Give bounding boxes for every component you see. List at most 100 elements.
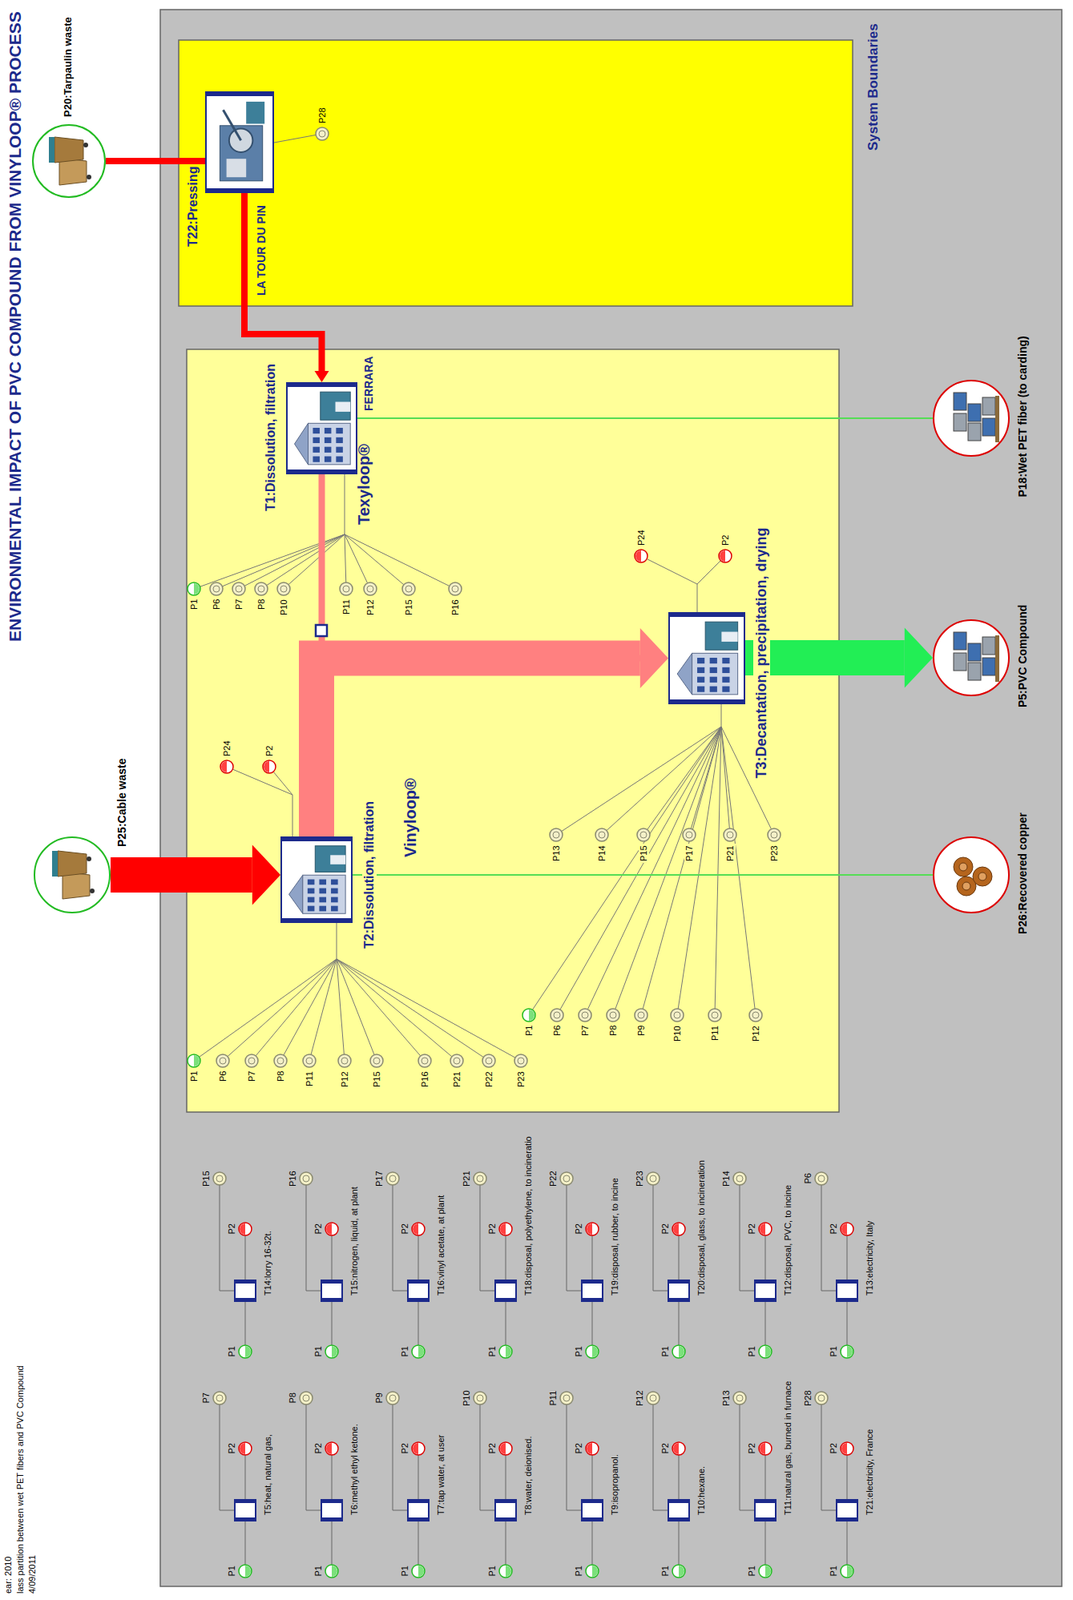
node-label: System Boundaries [865, 20, 882, 154]
place-circle [723, 828, 737, 842]
place-number: P21 [451, 1069, 463, 1090]
place-circle [482, 1054, 496, 1068]
node-label: T2:Dissolution, filtration [362, 798, 377, 952]
place-number: P2 [487, 1222, 498, 1236]
leader-line [615, 726, 722, 1010]
leader-line [344, 534, 368, 584]
legend-row-lines [821, 1185, 848, 1346]
place-number: P14 [597, 843, 608, 864]
leader-line [227, 959, 337, 1057]
place-number: P1 [226, 1344, 238, 1359]
leader-stems [292, 474, 722, 960]
place-circle [578, 1008, 592, 1022]
flow-line [105, 157, 206, 165]
legend-row-lines [566, 1404, 593, 1566]
leader-line [606, 726, 722, 831]
place-circle [209, 582, 223, 596]
place-circle [450, 1054, 464, 1068]
place-number: P2 [573, 1441, 585, 1456]
flow-connector [110, 845, 281, 906]
place-circle [187, 582, 201, 596]
process-square: T14:lorry 16-32t. [233, 1279, 257, 1303]
place-circle [418, 1054, 432, 1068]
flow-line [110, 857, 253, 893]
place-number: P9 [374, 1391, 385, 1405]
site-box: T1:Dissolution, filtrationT2:Dissolution… [186, 349, 840, 1113]
place-number: P2 [226, 1222, 238, 1236]
system-boundary: T22:PressingLA TOUR DU PINT1:Dissolution… [160, 9, 1062, 1587]
place-circle [585, 1222, 599, 1236]
flow-line [244, 193, 323, 372]
process-square: T21:electricity, France [835, 1499, 859, 1522]
place-circle [514, 1054, 528, 1068]
place-number: P9 [636, 1024, 647, 1038]
place-number: P2 [828, 1222, 840, 1236]
place-number: P2 [720, 533, 731, 548]
flow-connector [105, 161, 206, 162]
place-circle [733, 1172, 747, 1186]
place-circle [232, 582, 246, 596]
legend-row-lines [566, 1185, 593, 1346]
place-number: P2 [487, 1441, 498, 1456]
leader-line [232, 769, 293, 795]
place-circle [325, 1345, 339, 1359]
junction-marker [315, 625, 327, 637]
place-number: P13 [721, 1388, 732, 1408]
place-number: P2 [660, 1222, 671, 1236]
place-circle [220, 760, 234, 774]
node-label: P26:Recovered copper [1016, 810, 1029, 937]
node-label: P18:Wet PET fiber (to carding) [1016, 333, 1029, 500]
leader-line [199, 959, 337, 1057]
place-circle [499, 1565, 513, 1578]
place-number: P10 [461, 1388, 472, 1408]
leader-line [221, 534, 345, 587]
place-number: P17 [374, 1169, 385, 1189]
place-number: P1 [487, 1564, 498, 1578]
place-number: P2 [313, 1222, 324, 1236]
place-number: P1 [746, 1564, 758, 1578]
place-circle [550, 1008, 564, 1022]
place-number: P2 [660, 1441, 671, 1456]
place-number: P8 [275, 1069, 287, 1084]
place-number: P12 [339, 1069, 351, 1090]
node-label: P5:PVC Compound [1016, 602, 1029, 710]
input-flow-circle: P20:Tarpaulin waste [32, 124, 106, 198]
place-circle [499, 1345, 513, 1359]
leader-line [336, 959, 344, 1055]
place-number: P13 [551, 843, 562, 864]
node-label: T6:methyl ethyl ketone. [349, 1421, 360, 1518]
flow-connector [352, 875, 933, 876]
place-circle [585, 1442, 599, 1456]
place-number: P15 [403, 597, 415, 618]
leader-line [646, 559, 698, 585]
place-circle [254, 582, 268, 596]
process-square: T19:disposal, rubber, to incine [580, 1279, 604, 1303]
place-circle [274, 1054, 287, 1068]
place-number: P15 [371, 1069, 383, 1090]
place-number: P8 [608, 1024, 619, 1038]
note-text: Vinyloop® [400, 776, 420, 860]
place-circle [411, 1222, 425, 1236]
place-number: P1 [399, 1564, 411, 1578]
legend-row-lines [739, 1185, 766, 1346]
leader-line [266, 534, 345, 586]
place-number: P28 [802, 1388, 814, 1408]
place-circle [302, 1054, 316, 1068]
node-label: T7:tap water, at user [435, 1432, 447, 1518]
leader-line [336, 959, 452, 1057]
leader-line [292, 794, 294, 837]
node-label: FERRARA [362, 354, 376, 414]
leader-line [532, 726, 722, 1010]
place-number: P15 [638, 843, 650, 864]
place-circle [646, 1391, 660, 1405]
node-label: T5:heat, natural gas, [262, 1432, 274, 1518]
process-square: T7:tap water, at user [407, 1499, 430, 1522]
process-square: T16:vinyl acetate, at plant [407, 1279, 430, 1303]
place-number: P23 [516, 1069, 527, 1090]
place-circle [637, 828, 650, 842]
place-number: P1 [524, 1024, 535, 1038]
legend-row-lines [392, 1185, 419, 1346]
node-label: T16:vinyl acetate, at plant [435, 1193, 447, 1299]
place-circle [758, 1222, 772, 1236]
